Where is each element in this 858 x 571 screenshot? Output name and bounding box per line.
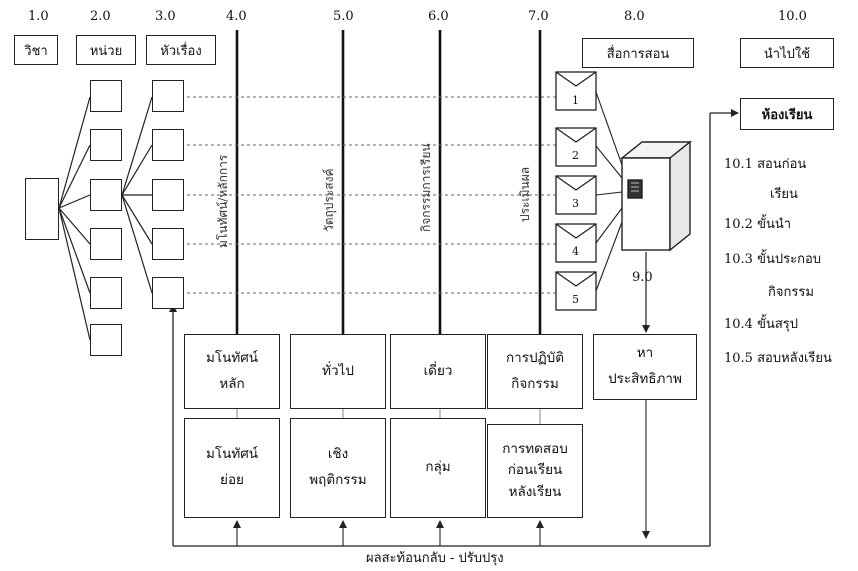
- topic-box: [152, 228, 184, 260]
- envelope-number: 2: [572, 149, 579, 162]
- tests-box: การทดสอบ ก่อนเรียน หลังเรียน: [487, 424, 583, 518]
- feedback-up-arrows: [233, 520, 544, 546]
- practice-line-1: การปฏิบัติ: [506, 349, 564, 366]
- envelope-number: 4: [572, 245, 579, 258]
- efficiency-box: หา ประสิทธิภาพ: [593, 334, 697, 400]
- row-dotted-lines: [187, 96, 560, 294]
- topic-box: [152, 277, 184, 309]
- single-line-1: เดี่ยว: [423, 362, 453, 379]
- column-number-1: 1.0: [28, 9, 49, 24]
- unit-box: [90, 179, 122, 211]
- main-concept-line-1: มโนทัศน์: [205, 349, 259, 366]
- efficiency-line-2: ประสิทธิภาพ: [608, 371, 682, 387]
- classroom-box: ห้องเรียน: [740, 98, 834, 130]
- topic-box: [152, 179, 184, 211]
- column-number-3: 3.0: [155, 9, 176, 24]
- classroom-step-1: 10.1 สอนก่อน: [724, 157, 807, 172]
- behavioral-line-1: เชิง: [327, 446, 349, 463]
- envelope-number: 1: [572, 94, 579, 107]
- column-number-10: 10.0: [778, 9, 807, 24]
- group-box: กลุ่ม: [390, 418, 486, 518]
- practice-box: การปฏิบัติ กิจกรรม: [487, 334, 583, 409]
- envelopes: [555, 71, 597, 311]
- vertical-label-activity: กิจกรรมการเรียน: [419, 143, 433, 232]
- unit-topic-connectors: [121, 96, 153, 294]
- header-topic: หัวเรื่อง: [146, 35, 216, 65]
- tests-line-2: ก่อนเรียน: [507, 462, 563, 479]
- subject-unit-connectors: [58, 96, 91, 341]
- vertical-label-objective: วัตถุประสงค์: [322, 168, 336, 232]
- classroom-step-3-cont: กิจกรรม: [768, 285, 814, 300]
- header-subject: วิชา: [14, 35, 58, 65]
- computer-machine: [620, 140, 692, 252]
- unit-box: [90, 80, 122, 112]
- header-apply: นำไปใช้: [740, 38, 834, 68]
- column-number-5: 5.0: [333, 9, 354, 24]
- sub-concept-line-2: ย่อย: [220, 472, 244, 488]
- envelope-number: 5: [572, 293, 579, 306]
- classroom-step-2: 10.2 ขั้นนำ: [724, 217, 792, 232]
- classroom-step-4: 10.4 ขั้นสรุป: [724, 317, 799, 332]
- main-concept-box: มโนทัศน์ หลัก: [184, 334, 280, 409]
- column-number-7: 7.0: [528, 9, 549, 24]
- tests-line-1: การทดสอบ: [502, 440, 568, 457]
- single-box: เดี่ยว: [390, 334, 486, 409]
- step-9-number: 9.0: [632, 270, 653, 285]
- column-number-2: 2.0: [90, 9, 111, 24]
- subject-box: [25, 178, 59, 240]
- tests-line-3: หลังเรียน: [508, 483, 562, 500]
- column-number-8: 8.0: [624, 9, 645, 24]
- main-concept-line-2: หลัก: [219, 375, 245, 392]
- general-line-1: ทั่วไป: [322, 362, 354, 379]
- classroom-step-1-cont: เรียน: [770, 187, 798, 202]
- column-number-4: 4.0: [226, 9, 247, 24]
- unit-box: [90, 228, 122, 260]
- general-box: ทั่วไป: [290, 334, 386, 409]
- unit-box: [90, 129, 122, 161]
- sub-concept-line-1: มโนทัศน์: [205, 446, 259, 463]
- sub-concept-box: มโนทัศน์ ย่อย: [184, 418, 280, 518]
- group-line-1: กลุ่ม: [425, 459, 451, 476]
- practice-line-2: กิจกรรม: [511, 375, 559, 392]
- unit-box: [90, 324, 122, 356]
- topic-box: [152, 80, 184, 112]
- classroom-step-5: 10.5 สอบหลังเรียน: [724, 351, 832, 366]
- classroom-step-3: 10.3 ขั้นประกอบ: [724, 252, 821, 267]
- vertical-label-evaluation: ประเมินผล: [518, 166, 532, 222]
- feedback-loop: [169, 109, 739, 547]
- behavioral-box: เชิง พฤติกรรม: [290, 418, 386, 518]
- envelope-number: 3: [572, 197, 579, 210]
- stack-connectors: [236, 409, 541, 424]
- header-unit: หน่วย: [76, 35, 136, 65]
- feedback-label: ผลสะท้อนกลับ - ปรับปรุง: [366, 551, 504, 566]
- column-number-6: 6.0: [428, 9, 449, 24]
- vertical-label-concept: มโนทัศน์/หลักการ: [216, 154, 230, 248]
- behavioral-line-2: พฤติกรรม: [309, 472, 367, 488]
- unit-box: [90, 277, 122, 309]
- envelope-machine-connectors: [595, 91, 623, 292]
- header-media: สื่อการสอน: [582, 38, 694, 68]
- efficiency-line-1: หา: [636, 345, 654, 362]
- topic-box: [152, 129, 184, 161]
